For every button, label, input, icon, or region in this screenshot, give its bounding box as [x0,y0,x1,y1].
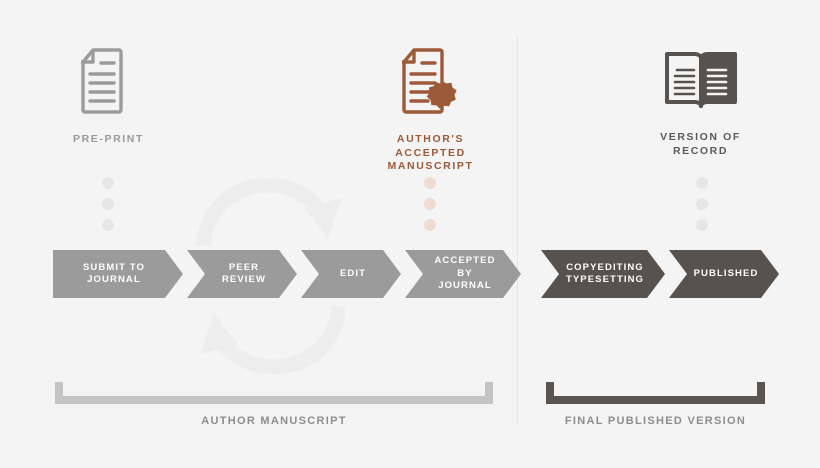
step-published[interactable]: PUBLISHED [669,250,779,298]
workflow-step[interactable]: PEER REVIEW [187,250,297,298]
bracket-tick-right [485,382,493,404]
dot [696,219,708,231]
dot [102,219,114,231]
bracket-bar [546,396,765,404]
section-divider [517,35,518,425]
stage-pre-print: PRE-PRINT [36,48,181,147]
bracket-tick-right [757,382,765,404]
document-icon [36,48,181,123]
workflow-step[interactable]: ACCEPTED BY JOURNAL [405,250,521,298]
final-published-version-workflow: COPYEDITING TYPESETTING PUBLISHED [541,250,779,298]
bracket-label-author-manuscript: AUTHOR MANUSCRIPT [201,415,347,427]
workflow-step[interactable]: SUBMIT TO JOURNAL [53,250,183,298]
step-submit-to-journal[interactable]: SUBMIT TO JOURNAL [53,250,183,298]
dot [696,177,708,189]
revision-loop-bottom-arrow-icon [196,302,346,385]
stage-version-of-record: VERSION OF RECORD [628,48,773,158]
dot-column-pre-print [102,177,114,231]
workflow-step[interactable]: PUBLISHED [669,250,779,298]
dot [102,177,114,189]
document-with-seal-icon [358,48,503,123]
stage-label-pre-print: PRE-PRINT [73,133,144,145]
workflow-step[interactable]: COPYEDITING TYPESETTING [541,250,665,298]
revision-loop-top-arrow-icon [196,172,346,255]
dot [102,198,114,210]
bracket-tick-left [55,382,63,404]
bracket-author-manuscript [55,382,493,404]
dot [424,219,436,231]
step-copyediting-typesetting[interactable]: COPYEDITING TYPESETTING [541,250,665,298]
step-peer-review[interactable]: PEER REVIEW [187,250,297,298]
bracket-tick-left [546,382,554,404]
stage-authors-accepted-manuscript: AUTHOR'S ACCEPTED MANUSCRIPT [358,48,503,174]
dot-column-authors-accepted-manuscript [424,177,436,231]
stage-label-version-of-record: VERSION OF RECORD [660,131,741,157]
seal-badge-icon [426,81,457,109]
dot [424,177,436,189]
step-edit[interactable]: EDIT [301,250,401,298]
bracket-final-published-version [546,382,765,404]
author-manuscript-workflow: SUBMIT TO JOURNAL PEER REVIEW EDIT ACCEP… [53,250,521,298]
bracket-bar [55,396,493,404]
dot [696,198,708,210]
workflow-step[interactable]: EDIT [301,250,401,298]
bracket-label-final-published-version: FINAL PUBLISHED VERSION [564,415,747,427]
stage-label-authors-accepted-manuscript: AUTHOR'S ACCEPTED MANUSCRIPT [387,133,474,172]
open-book-icon [628,48,773,121]
dot [424,198,436,210]
step-accepted-by-journal[interactable]: ACCEPTED BY JOURNAL [405,250,521,298]
dot-column-version-of-record [696,177,708,231]
